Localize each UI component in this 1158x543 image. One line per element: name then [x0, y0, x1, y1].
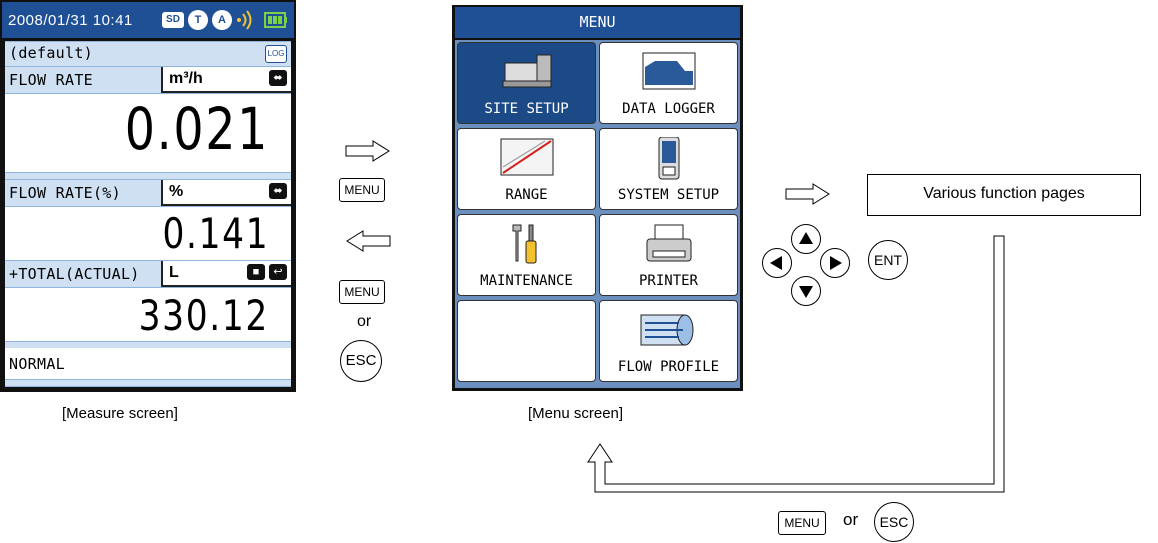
a-icon: A [212, 10, 232, 30]
stop-icon[interactable]: ■ [247, 264, 265, 280]
t-icon: T [188, 10, 208, 30]
right-key[interactable] [820, 248, 850, 278]
measure-body: (default) LOG FLOW RATE m³/h ⬌ 0.021 FLO… [5, 41, 291, 387]
row1-label: FLOW RATE [9, 71, 93, 89]
wrench-screwdriver-icon [512, 224, 536, 264]
range-icon [500, 138, 553, 176]
data-logger-icon [642, 52, 695, 90]
maintenance-button[interactable]: MAINTENANCE [457, 214, 596, 296]
site-setup-button[interactable]: SITE SETUP [457, 42, 596, 124]
function-pages-box: Various function pages [867, 174, 1141, 216]
left-key[interactable] [762, 248, 792, 278]
right-arrow-icon [345, 140, 390, 162]
row1-unit-box: m³/h ⬌ [161, 67, 291, 93]
row3-label: +TOTAL(ACTUAL) [9, 265, 140, 283]
swap-icon[interactable]: ⬌ [269, 70, 287, 86]
up-key[interactable] [791, 224, 821, 254]
row2-unit-box: % ⬌ [161, 180, 291, 206]
swap-icon[interactable]: ⬌ [269, 183, 287, 199]
row3-header: +TOTAL(ACTUAL) L ■ ↩ [5, 260, 291, 288]
down-key[interactable] [791, 276, 821, 306]
right-arrow-icon [785, 183, 830, 205]
menu-title: MENU [455, 7, 740, 38]
measure-caption: [Measure screen] [62, 405, 178, 422]
ent-key[interactable]: ENT [868, 240, 908, 280]
sd-card-icon: SD [162, 12, 184, 28]
esc-key[interactable]: ESC [340, 340, 382, 382]
site-setup-icon [502, 54, 551, 88]
bottom-esc-key[interactable]: ESC [874, 502, 914, 542]
site-name: (default) [9, 44, 93, 62]
log-icon[interactable]: LOG [265, 45, 287, 63]
or-text: or [357, 313, 372, 330]
status-text: NORMAL [9, 355, 65, 373]
function-pages-label: Various function pages [923, 185, 1085, 202]
menu-grid: SITE SETUP DATA LOGGER RANGE [455, 40, 740, 388]
printer-icon [646, 224, 691, 262]
menu-item-label: RANGE [505, 187, 548, 203]
measure-screen: 2008/01/31 10:41 SD T A (default) LOG FL… [0, 0, 296, 392]
return-arrow-icon [587, 235, 1005, 493]
menu-screen: MENU SITE SETUP DATA LOGGER [452, 5, 743, 391]
row2-unit: % [169, 183, 184, 200]
row2-value: 0.141 [162, 209, 269, 258]
signal-icon [237, 10, 252, 30]
site-band: (default) LOG [5, 41, 291, 67]
flow-profile-icon [640, 314, 693, 346]
battery-icon [264, 12, 287, 28]
system-setup-button[interactable]: SYSTEM SETUP [599, 128, 738, 210]
menu-item-label: SYSTEM SETUP [617, 187, 720, 203]
data-logger-button[interactable]: DATA LOGGER [599, 42, 738, 124]
range-button[interactable]: RANGE [457, 128, 596, 210]
empty-menu-slot [457, 300, 596, 382]
row3-unit: L [169, 264, 179, 281]
bottom-or-text: or [843, 510, 859, 529]
status-row: NORMAL [5, 348, 291, 378]
separator [5, 379, 291, 387]
row1-header: FLOW RATE m³/h ⬌ [5, 66, 291, 94]
flow-profile-button[interactable]: FLOW PROFILE [599, 300, 738, 382]
menu-item-label: PRINTER [638, 273, 698, 289]
menu-item-label: DATA LOGGER [622, 101, 715, 117]
datetime: 2008/01/31 10:41 [8, 12, 133, 29]
row2-header: FLOW RATE(%) % ⬌ [5, 179, 291, 207]
row3-unit-box: L ■ ↩ [161, 261, 291, 287]
menu-item-label: MAINTENANCE [480, 273, 573, 289]
printer-button[interactable]: PRINTER [599, 214, 738, 296]
row1-value: 0.021 [124, 95, 269, 163]
left-arrow-icon [346, 230, 391, 252]
row3-value: 330.12 [138, 291, 269, 340]
menu-item-label: SITE SETUP [484, 101, 569, 117]
menu-key[interactable]: MENU [339, 178, 385, 202]
row1-unit: m³/h [169, 70, 203, 87]
menu-caption: [Menu screen] [528, 405, 624, 422]
system-setup-icon [658, 137, 679, 180]
bottom-menu-key[interactable]: MENU [778, 511, 826, 535]
menu-key-back[interactable]: MENU [339, 280, 385, 304]
status-bar: 2008/01/31 10:41 SD T A [2, 2, 294, 38]
menu-item-label: FLOW PROFILE [617, 359, 720, 375]
reset-icon[interactable]: ↩ [269, 264, 287, 280]
row2-label: FLOW RATE(%) [9, 184, 121, 202]
